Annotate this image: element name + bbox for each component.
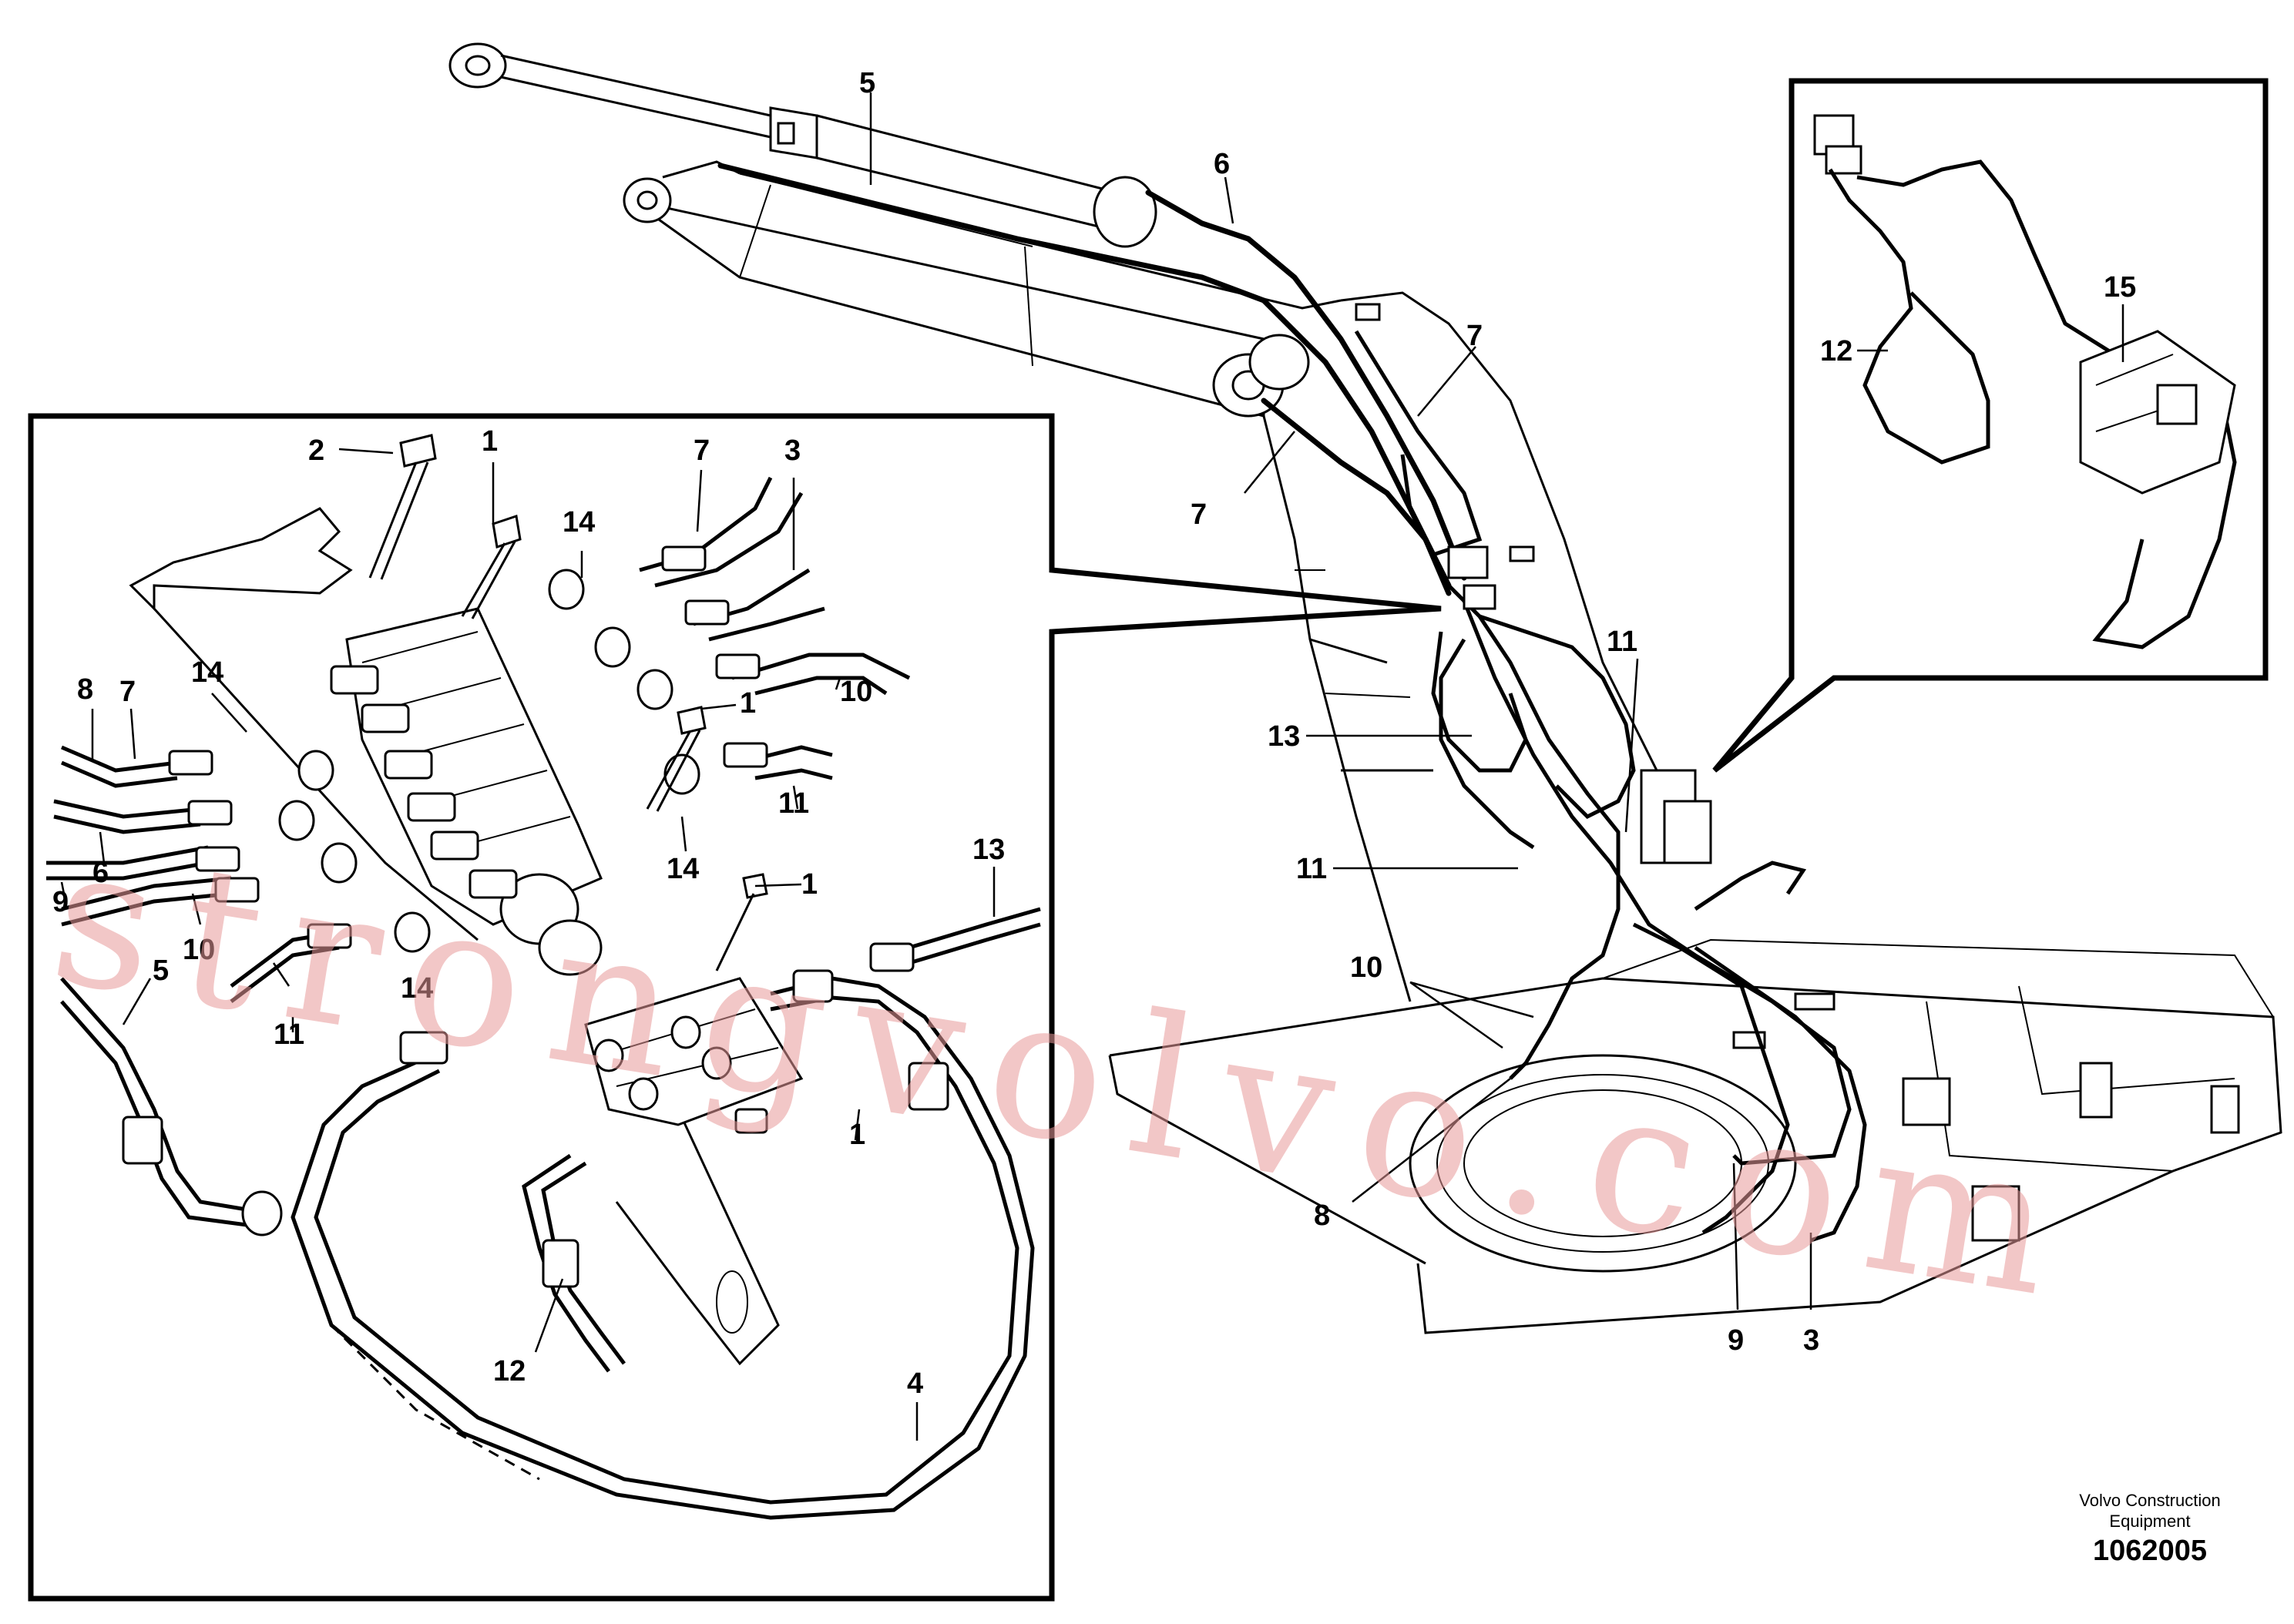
callout-11: 11 — [1296, 853, 1327, 885]
callouts-detail: 2 1 14 7 3 8 7 14 10 1 11 6 9 10 14 13 1… — [52, 425, 1005, 1400]
callout-15: 15 — [2104, 271, 2136, 304]
callouts-main: 5 6 7 7 11 13 11 10 8 9 3 — [859, 67, 1819, 1357]
callout-11: 11 — [1607, 626, 1637, 658]
callouts-inset: 12 15 — [1820, 271, 2136, 367]
callout-10: 10 — [183, 934, 215, 966]
machine-drawing — [448, 42, 2282, 1334]
callout-4: 4 — [907, 1367, 923, 1400]
callout-1: 1 — [482, 425, 498, 458]
callout-7: 7 — [1191, 498, 1207, 531]
callout-5: 5 — [153, 955, 169, 987]
callout-3: 3 — [784, 435, 801, 467]
callout-10: 10 — [1350, 951, 1382, 984]
callout-7: 7 — [694, 435, 710, 467]
callout-14: 14 — [563, 506, 595, 539]
drawing-number: 1062005 — [2093, 1535, 2207, 1567]
callout-14: 14 — [191, 656, 223, 689]
callout-2: 2 — [308, 435, 324, 467]
callout-3: 3 — [1803, 1324, 1819, 1357]
callout-1: 1 — [740, 687, 756, 720]
callout-12: 12 — [1820, 335, 1852, 367]
callout-11: 11 — [274, 1018, 304, 1051]
callout-1: 1 — [849, 1119, 865, 1151]
callout-13: 13 — [972, 834, 1005, 866]
inset-box — [1712, 78, 2269, 773]
callout-8: 8 — [1314, 1200, 1330, 1232]
callout-6: 6 — [92, 857, 109, 889]
callout-10: 10 — [840, 676, 872, 708]
watermark-text: strongvolvo.com — [39, 802, 2096, 1344]
boom — [1262, 291, 1681, 1002]
callout-6: 6 — [1214, 148, 1230, 180]
company-name-line1: Volvo Construction — [2079, 1491, 2220, 1510]
arm-cylinder — [448, 42, 1157, 248]
callout-9: 9 — [1728, 1324, 1744, 1357]
callout-7: 7 — [1466, 320, 1483, 352]
detail-box — [28, 413, 1442, 1602]
callout-14: 14 — [667, 853, 699, 885]
hose-routing-main — [717, 163, 1867, 1243]
manifold-fittings — [278, 569, 700, 953]
callout-12: 12 — [493, 1355, 526, 1387]
callout-11: 11 — [778, 787, 809, 820]
footer: Volvo Construction Equipment 1062005 — [2079, 1491, 2220, 1567]
callout-14: 14 — [401, 972, 433, 1005]
callout-7: 7 — [119, 676, 136, 708]
callout-8: 8 — [77, 673, 93, 706]
leader-lines — [60, 92, 2124, 1441]
callout-5: 5 — [859, 67, 875, 99]
company-name-line2: Equipment — [2109, 1512, 2190, 1531]
callout-9: 9 — [52, 886, 69, 918]
callout-13: 13 — [1268, 720, 1300, 753]
callout-1: 1 — [801, 868, 818, 901]
